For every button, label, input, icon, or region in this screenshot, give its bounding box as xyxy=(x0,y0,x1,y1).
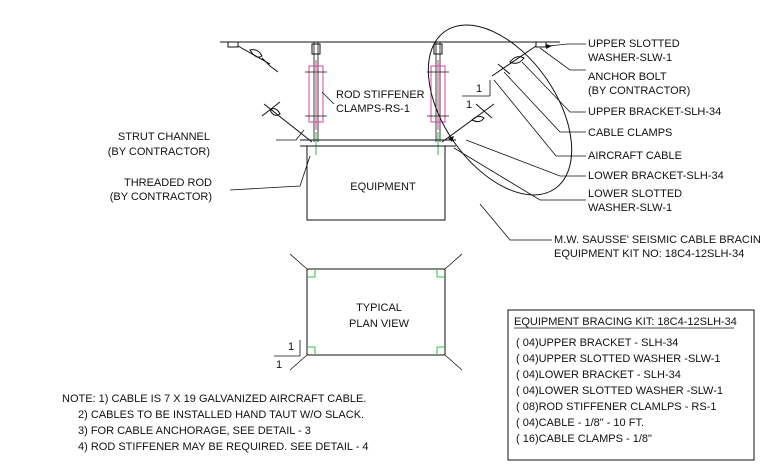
plan-view-box xyxy=(306,268,446,356)
slope-label-plan: 1 xyxy=(288,341,294,353)
right-ceiling-anchor xyxy=(491,41,552,77)
label-threaded-rod-2: (BY CONTRACTOR) xyxy=(110,191,212,203)
leader-lines xyxy=(229,43,586,241)
note-4: 4) ROD STIFFENER MAY BE REQUIRED. SEE DE… xyxy=(78,441,369,453)
label-rod-stiffener-2: CLAMPS-RS-1 xyxy=(336,103,410,115)
kit-box-title: EQUIPMENT BRACING KIT: 18C4-12SLH-34 xyxy=(514,316,737,328)
label-anchor-bolt-1: ANCHOR BOLT xyxy=(588,71,667,83)
label-upper-slotted-washer-2: WASHER-SLW-1 xyxy=(588,52,672,64)
label-lower-slotted-washer-2: WASHER-SLW-1 xyxy=(588,202,672,214)
label-lower-bracket: LOWER BRACKET-SLH-34 xyxy=(588,170,724,182)
kit-item: ( 16)CABLE CLAMPS - 1/8" xyxy=(516,433,652,445)
kit-item: ( 04)UPPER SLOTTED WASHER -SLW-1 xyxy=(516,353,721,365)
notes: NOTE: 1) CABLE IS 7 X 19 GALVANIZED AIRC… xyxy=(62,393,369,453)
detail-ellipse xyxy=(427,24,573,196)
label-plan-view-2: PLAN VIEW xyxy=(349,318,410,330)
label-equipment: EQUIPMENT xyxy=(350,181,416,193)
label-threaded-rod-1: THREADED ROD xyxy=(124,177,212,189)
left-lower-cable xyxy=(261,101,313,143)
label-kit-title-1: M.W. SAUSSE' SEISMIC CABLE BRACING xyxy=(554,234,760,246)
slope-label-elevation: 1 xyxy=(476,83,482,95)
left-ceiling-anchor xyxy=(227,41,279,73)
label-cable-clamps: CABLE CLAMPS xyxy=(588,127,672,139)
label-rod-stiffener-1: ROD STIFFENER xyxy=(336,89,425,101)
slope-marker-plan: 1 1 xyxy=(274,340,301,371)
strut-channel xyxy=(300,139,456,147)
note-1: NOTE: 1) CABLE IS 7 X 19 GALVANIZED AIRC… xyxy=(62,393,366,405)
slope-label-plan-2: 1 xyxy=(276,359,282,371)
kit-item: ( 04)LOWER SLOTTED WASHER -SLW-1 xyxy=(516,385,723,397)
slope-marker-elevation: 1 1 xyxy=(462,80,491,111)
left-threaded-rod xyxy=(305,42,327,155)
slope-label-elevation-2: 1 xyxy=(466,99,472,111)
equipment-box xyxy=(306,145,446,221)
kit-item: ( 04)CABLE - 1/8" - 10 FT. xyxy=(516,417,644,429)
label-aircraft-cable: AIRCRAFT CABLE xyxy=(588,150,682,162)
label-plan-view-1: TYPICAL xyxy=(356,302,402,314)
kit-box-frame xyxy=(507,309,755,461)
label-strut-channel-1: STRUT CHANNEL xyxy=(118,131,210,143)
right-lower-cable xyxy=(441,103,495,143)
kit-item: ( 04)UPPER BRACKET - SLH-34 xyxy=(516,337,678,349)
label-kit-title-2: EQUIPMENT KIT NO: 18C4-12SLH-34 xyxy=(554,248,744,260)
label-upper-bracket: UPPER BRACKET-SLH-34 xyxy=(588,106,721,118)
note-3: 3) FOR CABLE ANCHORAGE, SEE DETAIL - 3 xyxy=(78,425,311,437)
plan-view: TYPICAL PLAN VIEW xyxy=(289,253,463,371)
label-upper-slotted-washer-1: UPPER SLOTTED xyxy=(588,38,680,50)
right-threaded-rod xyxy=(427,42,449,155)
label-anchor-bolt-2: (BY CONTRACTOR) xyxy=(588,85,690,97)
kit-item: ( 04)LOWER BRACKET - SLH-34 xyxy=(516,369,681,381)
label-lower-slotted-washer-1: LOWER SLOTTED xyxy=(588,188,682,200)
label-strut-channel-2: (BY CONTRACTOR) xyxy=(108,146,210,158)
kit-box: EQUIPMENT BRACING KIT: 18C4-12SLH-34 ( 0… xyxy=(507,309,755,461)
note-2: 2) CABLES TO BE INSTALLED HAND TAUT W/O … xyxy=(78,409,364,421)
kit-item: ( 08)ROD STIFFENER CLAMLPS - RS-1 xyxy=(516,401,716,413)
